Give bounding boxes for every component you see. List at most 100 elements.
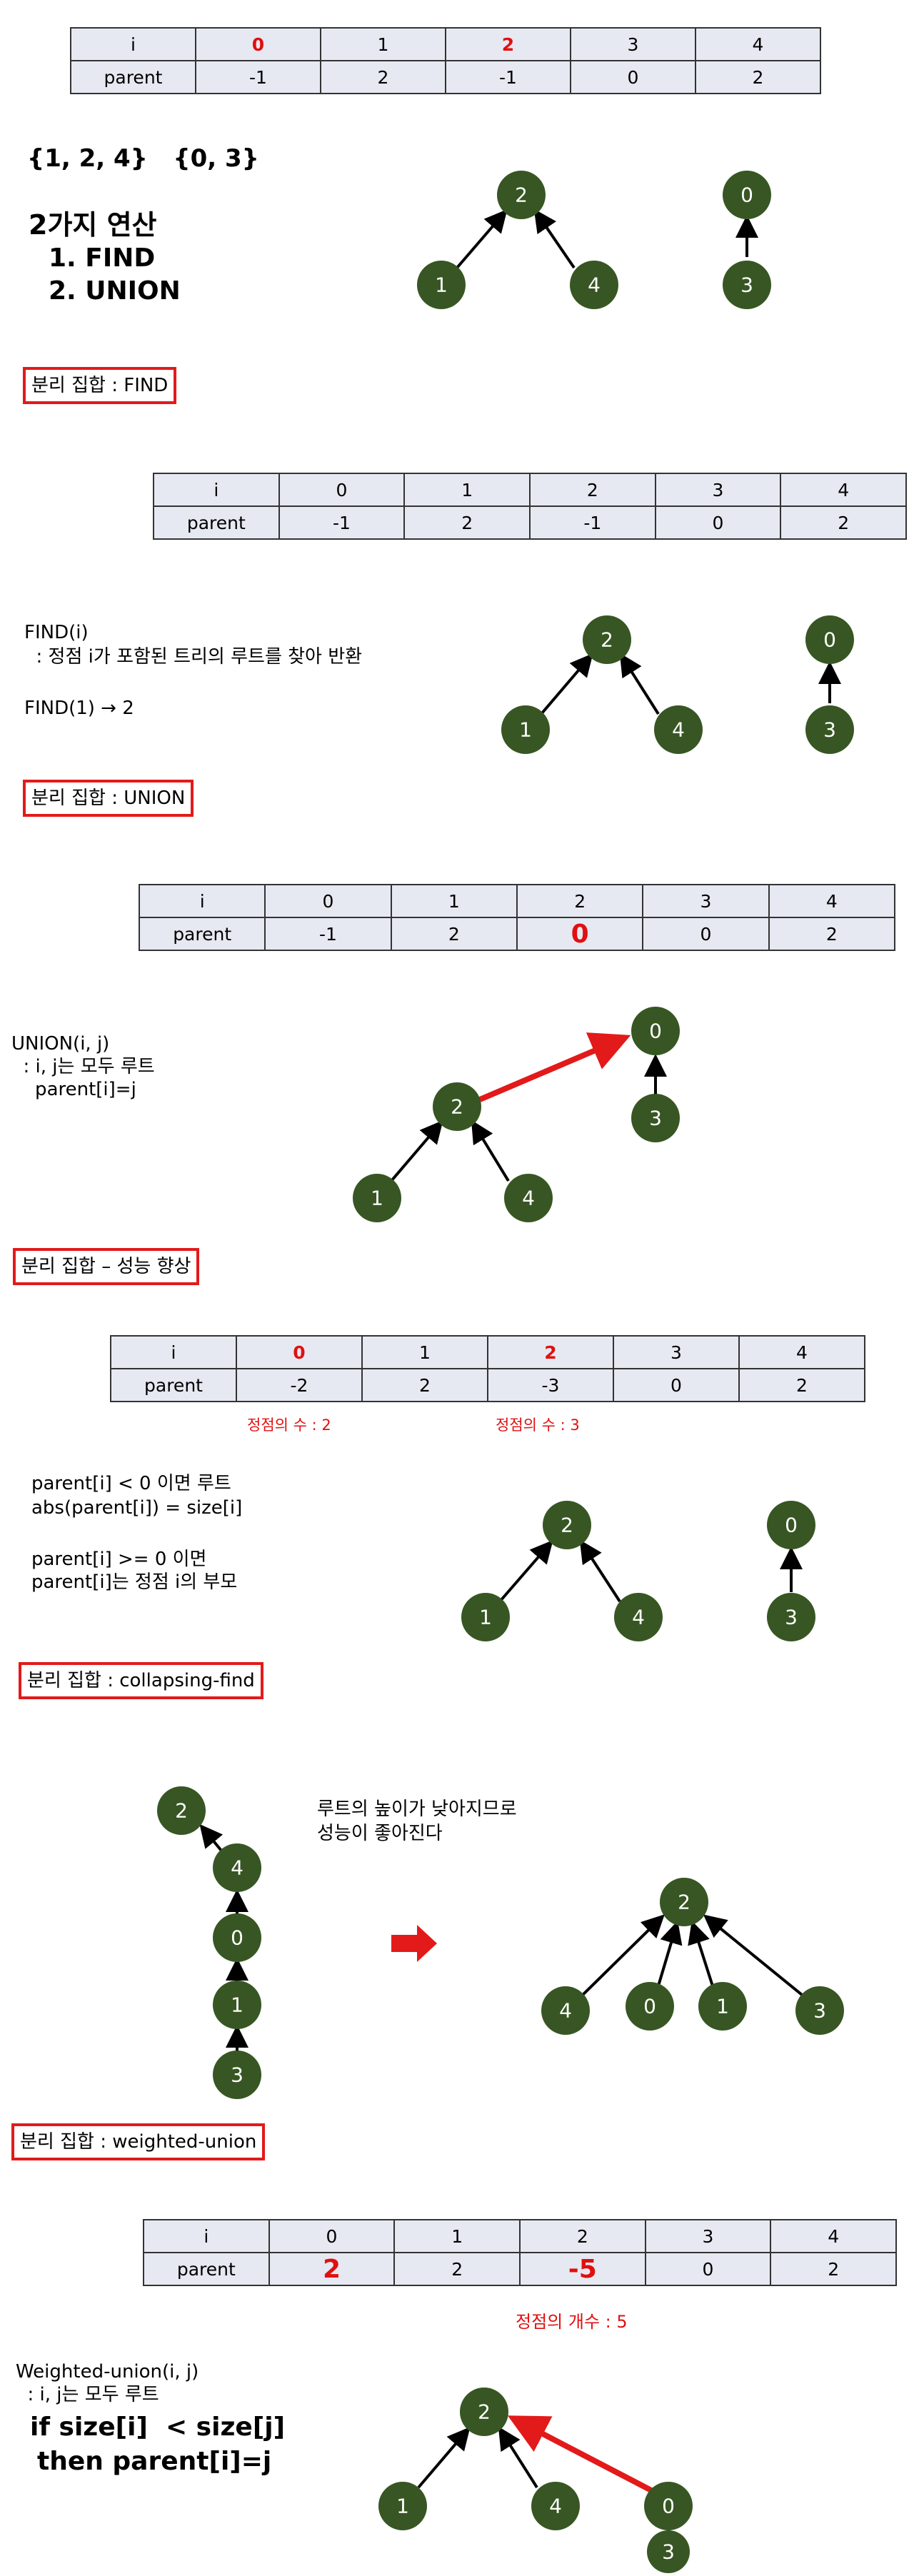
edge-4-2 <box>498 2426 538 2489</box>
svg-text:2: 2 <box>678 1891 690 1914</box>
cell-parent: 2 <box>770 2252 897 2286</box>
edge-4-2 <box>471 1120 510 1182</box>
node-0: 0 <box>805 615 854 664</box>
edge-1-2 <box>417 2426 471 2489</box>
cell-parent: 2 <box>695 60 821 94</box>
node-1: 1 <box>378 2482 427 2530</box>
cell-index: 3 <box>613 1335 740 1369</box>
array-table: i 0 1 2 3 4 parent -1 2 0 0 2 <box>138 884 896 951</box>
row-label: parent <box>143 2252 270 2286</box>
svg-text:1: 1 <box>396 2495 409 2518</box>
collapsing-note-1: 루트의 높이가 낮아지므로 <box>317 1798 517 1820</box>
find-description: : 정점 i가 포함된 트리의 루트를 찾아 반환 <box>24 646 363 668</box>
index-row: i 0 1 2 3 4 <box>143 2219 897 2253</box>
union-rule: parent[i]=j <box>11 1079 136 1100</box>
edge-4-2 <box>199 1823 224 1852</box>
svg-text:4: 4 <box>672 718 685 742</box>
node-2: 2 <box>543 1501 591 1549</box>
node-0: 0 <box>767 1501 815 1549</box>
svg-text:0: 0 <box>823 628 836 652</box>
cell-index: 3 <box>654 473 782 507</box>
section-heading-performance: 분리 집합 – 성능 향상 <box>13 1248 200 1285</box>
cell-index: 4 <box>780 473 907 507</box>
cell-parent: -3 <box>487 1368 614 1402</box>
cell-parent: 2 <box>361 1368 488 1402</box>
row-label: parent <box>153 505 280 540</box>
node-2: 2 <box>433 1082 481 1131</box>
row-label: i <box>153 473 280 507</box>
weighted-union-signature: Weighted-union(i, j) <box>16 2361 199 2383</box>
svg-text:4: 4 <box>231 1856 243 1880</box>
node-0: 0 <box>631 1007 680 1055</box>
find-example: FIND(1) → 2 <box>24 698 134 719</box>
edge-1-2 <box>540 653 593 715</box>
svg-text:4: 4 <box>522 1187 535 1210</box>
svg-text:0: 0 <box>740 183 753 207</box>
index-row: i 0 1 2 3 4 <box>70 27 821 61</box>
edge-1-2 <box>688 1921 715 1991</box>
union-description: : i, j는 모두 루트 <box>11 1056 155 1077</box>
edge-3-2 <box>703 1914 807 1999</box>
tree-edges <box>578 1914 807 1999</box>
weighted-union-description: : i, j는 모두 루트 <box>16 2384 159 2405</box>
node-1: 1 <box>698 1982 747 2031</box>
cell-index: 1 <box>390 884 518 918</box>
cell-index: 3 <box>642 884 770 918</box>
section-heading-weighted-union: 분리 집합 : weighted-union <box>11 2123 266 2160</box>
cell-parent: 0 <box>642 917 770 951</box>
node-0: 0 <box>644 2482 693 2530</box>
row-label: i <box>143 2219 270 2253</box>
node-4: 4 <box>213 1843 261 1892</box>
svg-text:1: 1 <box>371 1187 383 1210</box>
row-label: parent <box>138 917 266 951</box>
cell-parent: -1 <box>195 60 321 94</box>
edge-4-2 <box>578 1914 665 1999</box>
node-4: 4 <box>614 1593 663 1641</box>
cell-parent: 2 <box>390 917 518 951</box>
cell-index: 0 <box>264 884 392 918</box>
edge-0-2 <box>656 1921 683 1991</box>
union-signature: UNION(i, j) <box>11 1033 110 1055</box>
cell-index: 2 <box>487 1335 614 1369</box>
edge-4-2 <box>619 653 660 715</box>
row-label: i <box>70 27 196 61</box>
rule-parent-desc: parent[i]는 정점 i의 부모 <box>31 1571 238 1593</box>
cell-parent: -1 <box>278 505 406 540</box>
svg-text:3: 3 <box>785 1606 798 1629</box>
cell-parent: 2 <box>768 917 896 951</box>
svg-text:3: 3 <box>231 2063 243 2087</box>
svg-text:4: 4 <box>549 2495 562 2518</box>
op-union: 2. UNION <box>49 276 181 306</box>
svg-text:4: 4 <box>559 1999 572 2023</box>
node-4: 4 <box>541 1986 590 2035</box>
rule-root: parent[i] < 0 이면 루트 <box>31 1473 231 1494</box>
node-3: 3 <box>647 2530 690 2573</box>
svg-text:4: 4 <box>588 273 601 297</box>
cell-parent: 2 <box>403 505 531 540</box>
tree-edges <box>540 653 841 715</box>
array-table: i 0 1 2 3 4 parent -1 2 -1 0 2 <box>153 473 907 540</box>
cell-index: 4 <box>695 27 821 61</box>
svg-text:0: 0 <box>643 1995 656 2018</box>
cell-index: 0 <box>268 2219 396 2253</box>
svg-text:0: 0 <box>649 1020 662 1043</box>
tree-edges <box>498 1539 803 1603</box>
cell-index: 1 <box>403 473 531 507</box>
row-label: i <box>110 1335 237 1369</box>
svg-text:2: 2 <box>175 1799 188 1823</box>
tree-edges <box>456 208 758 269</box>
svg-text:1: 1 <box>435 273 448 297</box>
section-heading-collapsing-find: 분리 집합 : collapsing-find <box>19 1662 263 1699</box>
cell-index: 0 <box>236 1335 363 1369</box>
node-0: 0 <box>626 1982 674 2031</box>
rule-parent: parent[i] >= 0 이면 <box>31 1549 207 1570</box>
cell-index: 2 <box>516 884 644 918</box>
svg-text:2: 2 <box>515 183 528 207</box>
node-1: 1 <box>461 1593 510 1641</box>
cell-index: 2 <box>518 2219 646 2253</box>
cell-parent-changed: -5 <box>518 2252 646 2286</box>
index-row: i 0 1 2 3 4 <box>110 1335 865 1369</box>
node-4: 4 <box>504 1174 553 1222</box>
node-1: 1 <box>501 705 550 754</box>
svg-text:0: 0 <box>662 2495 675 2518</box>
